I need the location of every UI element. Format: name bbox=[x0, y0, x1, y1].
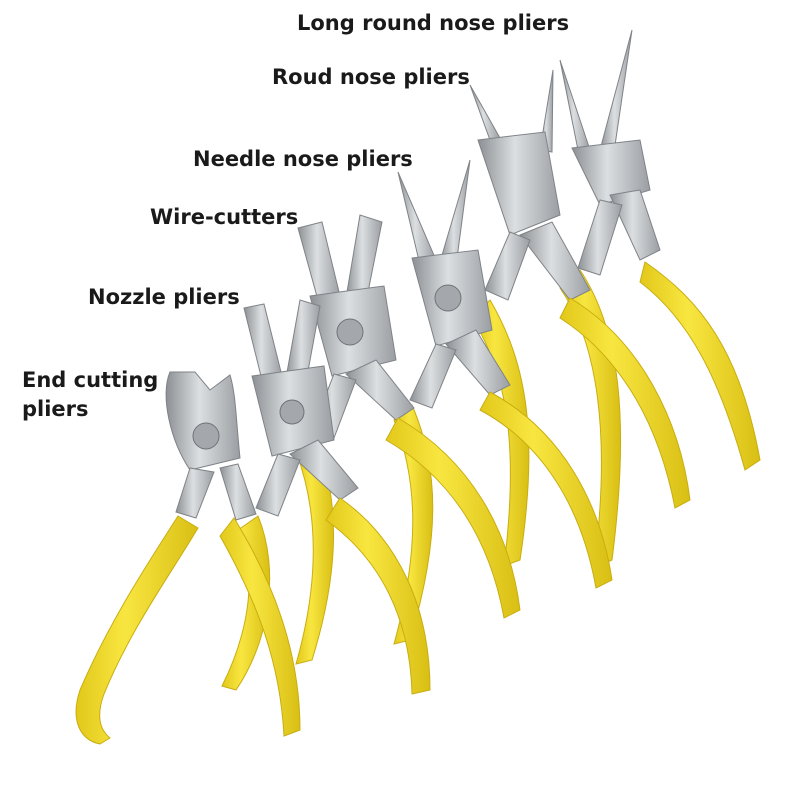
label-end-cutting-pliers-line2: pliers bbox=[22, 397, 89, 421]
long-round-nose-pliers bbox=[559, 29, 761, 569]
label-round-nose-pliers: Roud nose pliers bbox=[272, 65, 470, 89]
label-end-cutting-pliers-line1: End cutting bbox=[22, 368, 159, 392]
label-nozzle-pliers: Nozzle pliers bbox=[88, 285, 240, 309]
label-wire-cutters: Wire-cutters bbox=[150, 205, 299, 229]
wire-cutters bbox=[295, 214, 521, 665]
end-cutting-pliers bbox=[75, 371, 301, 745]
label-needle-nose-pliers: Needle nose pliers bbox=[193, 147, 413, 171]
needle-nose-pliers bbox=[393, 159, 613, 645]
nozzle-pliers bbox=[221, 299, 431, 695]
label-long-round-nose-pliers: Long round nose pliers bbox=[297, 11, 570, 35]
